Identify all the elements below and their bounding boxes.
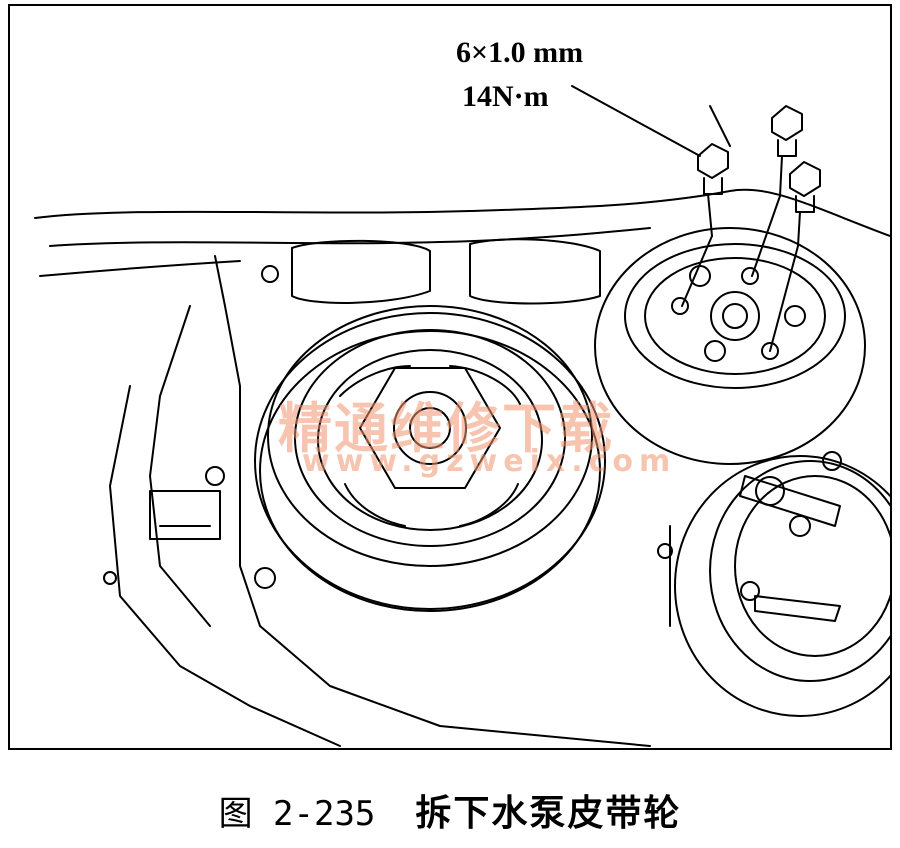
bolt-middle [751, 105, 803, 277]
engine-drawing [34, 85, 890, 747]
figure-caption: 图 2-235 拆下水泵皮带轮 [0, 784, 900, 836]
pulley-bolt-hole [741, 267, 759, 285]
fender-edge-inner [49, 227, 651, 247]
pulley-bolt-hole [761, 342, 779, 360]
watermark-text: 精通维修下载 [278, 396, 614, 460]
water-pump-pulley [594, 227, 866, 465]
watermark-url: www.gzweix.com [302, 444, 677, 479]
pulley-bolt-hole [671, 297, 689, 315]
figure-title: 拆下水泵皮带轮 [415, 793, 682, 834]
center-nut [359, 367, 501, 489]
spec-leader-line [571, 85, 701, 157]
crankshaft-pulley [254, 305, 606, 612]
bolt-head [205, 466, 225, 486]
fender-edge [34, 188, 890, 237]
bracket [149, 490, 221, 540]
compressor-clutch [657, 451, 890, 717]
engine-block [214, 255, 651, 747]
bolt-right [769, 161, 821, 352]
bolt-left [681, 143, 729, 307]
diagram-frame: 6×1.0 mm 14N·m 精通维修下载 www.gzweix.com [8, 4, 892, 750]
torque-label: 14N·m [462, 80, 549, 113]
figure-number: 图 2-235 [218, 794, 376, 834]
bolt-size-label: 6×1.0 mm [456, 36, 584, 69]
